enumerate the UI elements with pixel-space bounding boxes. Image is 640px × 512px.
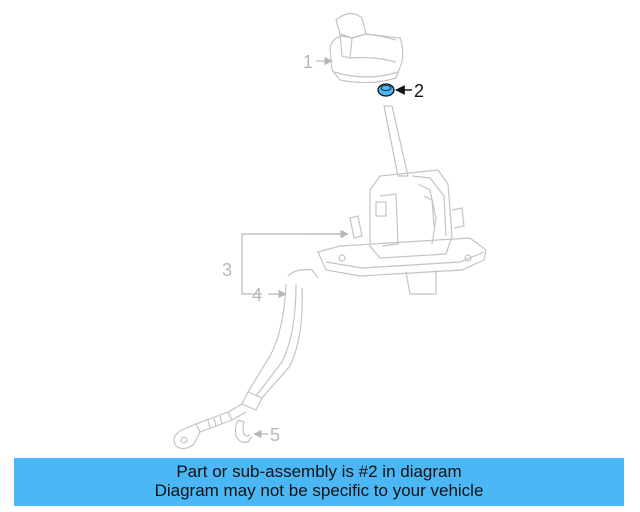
banner-line-disclaimer: Diagram may not be specific to your vehi… (154, 481, 484, 500)
callout-4: 4 (252, 285, 262, 305)
part-2-clip (377, 83, 395, 97)
banner-line-part: Part or sub-assembly is #2 in diagram (176, 462, 462, 481)
part-1-shift-boot (329, 12, 404, 84)
part-3-shifter-assembly (317, 105, 487, 295)
callout-5: 5 (270, 425, 280, 445)
callout-3: 3 (222, 260, 232, 280)
parts-diagram: 1 2 3 (173, 12, 487, 450)
callout-2: 2 (414, 81, 424, 101)
callout-1: 1 (303, 52, 313, 72)
info-banner: Part or sub-assembly is #2 in diagram Di… (14, 458, 624, 506)
part-5-retaining-clip (234, 419, 253, 443)
part-4-shift-cable (173, 269, 319, 450)
